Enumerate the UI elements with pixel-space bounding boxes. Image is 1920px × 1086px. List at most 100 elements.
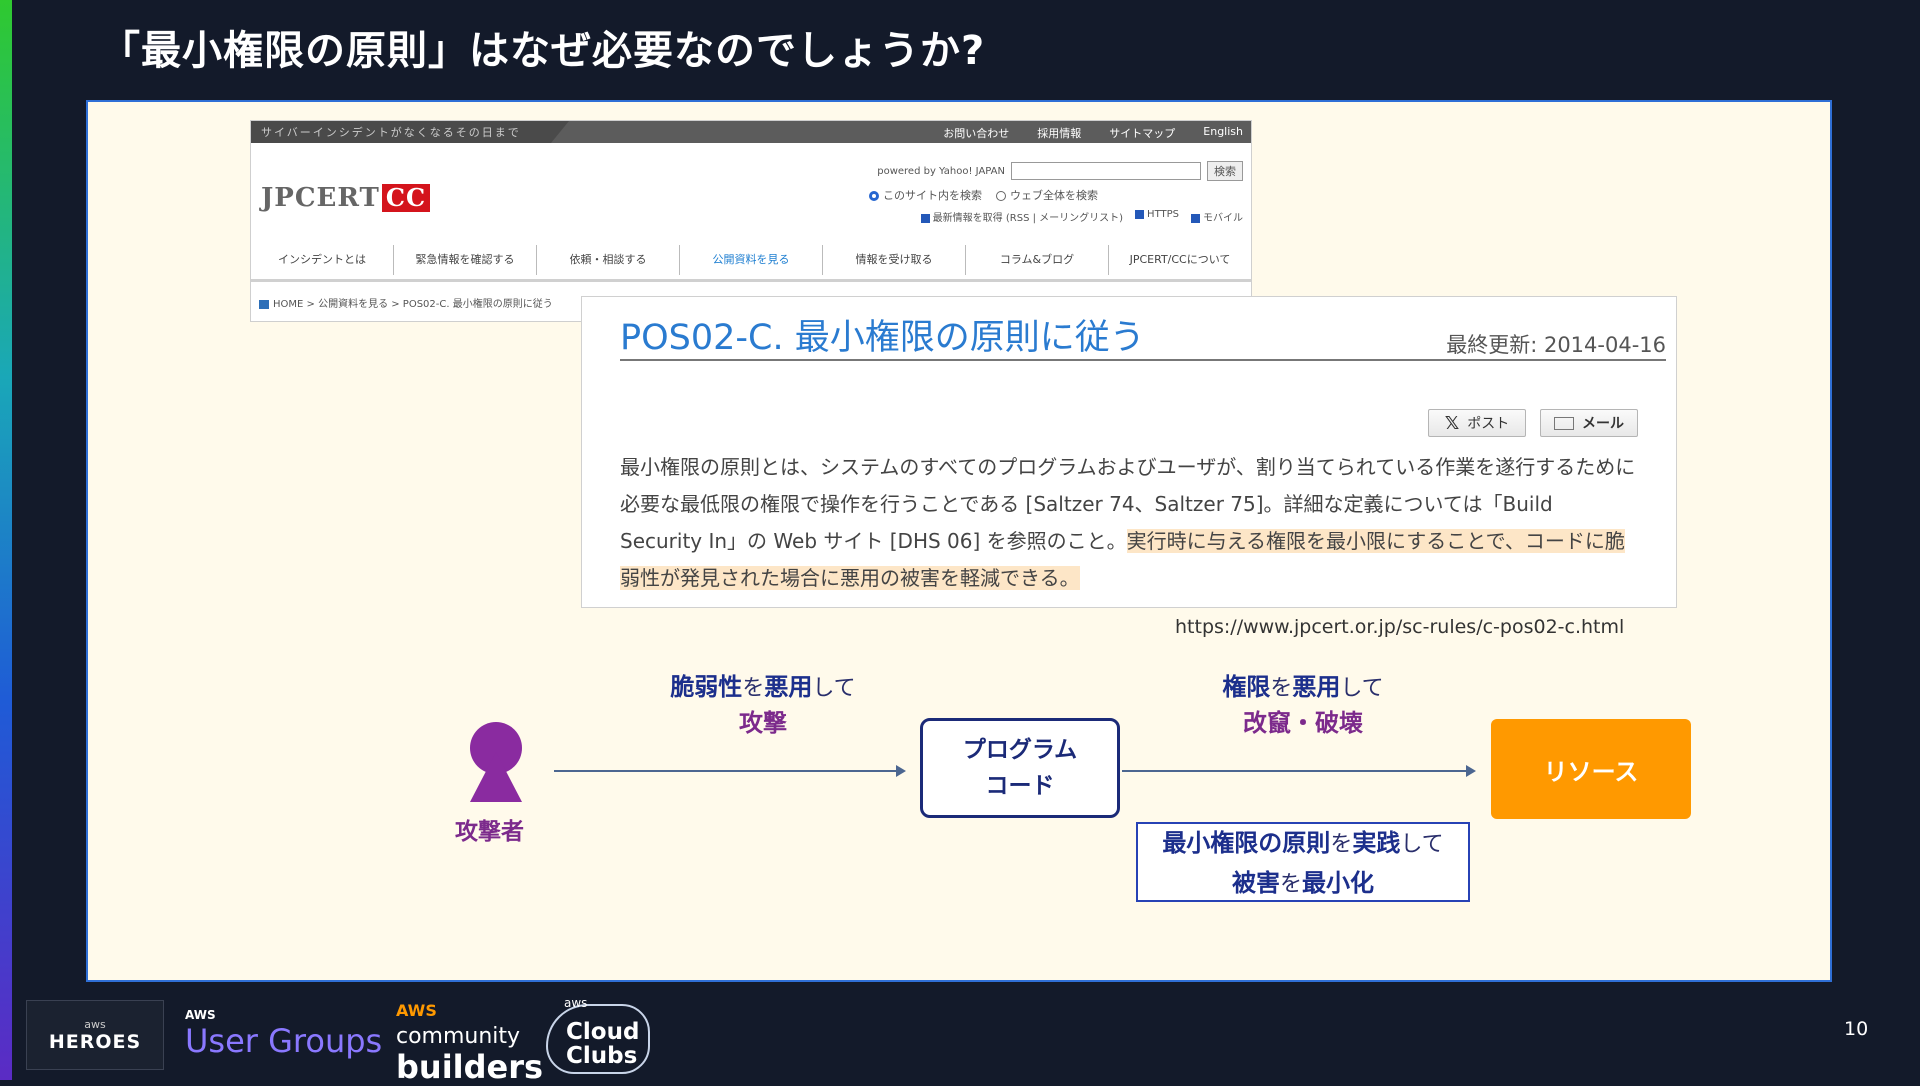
arrow-attacker-to-program xyxy=(554,765,906,777)
builders-aws-text: AWS xyxy=(396,1001,437,1020)
share-mail-button[interactable]: メール xyxy=(1540,409,1638,437)
breadcrumb-text[interactable]: HOME > 公開資料を見る > POS02-C. 最小権限の原則に従う xyxy=(273,299,553,310)
principle-kw2: 実践 xyxy=(1352,829,1401,857)
resource-box: リソース xyxy=(1491,719,1691,819)
article-body-text: 最小権限の原則とは、システムのすべてのプログラムおよびユーザが、割り当てられてい… xyxy=(620,455,1636,553)
edge1-p1: を xyxy=(742,676,765,701)
radio-checked-icon xyxy=(869,191,879,201)
radio-web-search[interactable]: ウェブ全体を検索 xyxy=(996,187,1098,203)
cloud-outline-icon xyxy=(546,1004,650,1074)
nav-item-publications[interactable]: 公開資料を見る xyxy=(680,245,823,275)
edge-label-exploit: 脆弱性を悪用して 攻撃 xyxy=(598,670,928,740)
mobile-icon xyxy=(1191,213,1200,223)
link-https[interactable]: HTTPS xyxy=(1135,209,1179,224)
article-card: POS02-C. 最小権限の原則に従う 最終更新: 2014-04-16 𝕏 ポ… xyxy=(581,296,1677,608)
principle-kw4: 最小化 xyxy=(1302,869,1374,897)
logo-text: JPCERT xyxy=(261,183,380,213)
top-link-recruit[interactable]: 採用情報 xyxy=(1037,127,1082,140)
x-logo-icon: 𝕏 xyxy=(1444,412,1460,434)
builders-line2: builders xyxy=(396,1048,544,1086)
left-accent-bar xyxy=(0,0,12,1080)
least-privilege-box: 最小権限の原則を実践して 被害を最小化 xyxy=(1136,822,1470,902)
program-line2: コード xyxy=(985,773,1055,799)
share-post-label: ポスト xyxy=(1467,416,1510,432)
radio-web-label: ウェブ全体を検索 xyxy=(1010,189,1098,202)
reference-url[interactable]: https://www.jpcert.or.jp/sc-rules/c-pos0… xyxy=(1175,616,1625,638)
edge2-kw1: 権限 xyxy=(1222,673,1271,701)
breadcrumb: HOME > 公開資料を見る > POS02-C. 最小権限の原則に従う xyxy=(259,295,553,310)
usergroups-name: User Groups xyxy=(185,1022,383,1060)
edge1-line2: 攻撃 xyxy=(739,709,787,737)
usergroups-aws-text: AWS xyxy=(185,1008,216,1022)
aws-community-builders-logo: AWS community builders xyxy=(396,998,543,1084)
site-tagline: サイバーインシデントがなくなるその日まで xyxy=(261,126,521,139)
edge2-line2: 改竄・破壊 xyxy=(1243,709,1363,737)
search-input[interactable] xyxy=(1011,162,1201,180)
principle-p3: を xyxy=(1279,872,1302,897)
home-icon[interactable] xyxy=(259,299,269,309)
principle-kw1: 最小権限の原則 xyxy=(1162,829,1331,857)
radio-site-search[interactable]: このサイト内を検索 xyxy=(869,187,982,203)
article-updated: 最終更新: 2014-04-16 xyxy=(1446,333,1666,357)
link-mobile-label: モバイル xyxy=(1203,213,1243,224)
lock-icon xyxy=(1135,209,1145,219)
edge2-p2: して xyxy=(1340,676,1384,701)
edge2-p1: を xyxy=(1270,676,1293,701)
content-panel: サイバーインシデントがなくなるその日まで お問い合わせ 採用情報 サイトマップ … xyxy=(86,100,1832,982)
cloudclubs-line2: Clubs xyxy=(566,1043,638,1069)
page-number: 10 xyxy=(1844,1018,1869,1040)
article-title: POS02-C. 最小権限の原則に従う xyxy=(620,318,1145,358)
link-rss-label: 最新情報を取得 (RSS | メーリングリスト) xyxy=(932,213,1124,224)
jpcert-site-screenshot: サイバーインシデントがなくなるその日まで お問い合わせ 採用情報 サイトマップ … xyxy=(250,120,1252,322)
nav-item-request[interactable]: 依頼・相談する xyxy=(537,245,680,275)
site-topbar: サイバーインシデントがなくなるその日まで お問い合わせ 採用情報 サイトマップ … xyxy=(251,121,1251,143)
nav-item-receive-info[interactable]: 情報を受け取る xyxy=(823,245,966,275)
nav-item-alerts[interactable]: 緊急情報を確認する xyxy=(394,245,537,275)
cloudclubs-line1: Cloud xyxy=(566,1019,640,1045)
edge1-p2: して xyxy=(812,676,856,701)
search-powered-by: powered by Yahoo! JAPAN xyxy=(877,165,1005,177)
topbar-right xyxy=(569,121,1251,143)
attacker-body-icon xyxy=(470,752,522,802)
heroes-name: HEROES xyxy=(48,1030,142,1053)
share-post-button[interactable]: 𝕏 ポスト xyxy=(1428,409,1526,437)
article-divider xyxy=(620,359,1666,361)
article-body: 最小権限の原則とは、システムのすべてのプログラムおよびユーザが、割り当てられてい… xyxy=(620,449,1640,597)
cloudclubs-aws-text: aws xyxy=(564,996,588,1010)
builders-line1: community xyxy=(396,1024,521,1049)
attacker-label: 攻撃者 xyxy=(455,819,524,845)
logo-badge: CC xyxy=(381,184,431,212)
radio-site-label: このサイト内を検索 xyxy=(883,189,982,202)
program-code-box: プログラム コード xyxy=(920,718,1120,818)
top-link-sitemap[interactable]: サイトマップ xyxy=(1109,127,1176,140)
search-button[interactable]: 検索 xyxy=(1207,161,1243,181)
site-nav: インシデントとは 緊急情報を確認する 依頼・相談する 公開資料を見る 情報を受け… xyxy=(251,241,1251,282)
link-mobile[interactable]: モバイル xyxy=(1191,209,1243,224)
principle-p1: を xyxy=(1330,832,1353,857)
nav-item-incident[interactable]: インシデントとは xyxy=(251,245,394,275)
rss-icon xyxy=(920,213,930,223)
edge-label-abuse: 権限を悪用して 改竄・破壊 xyxy=(1156,670,1450,740)
nav-item-about[interactable]: JPCERT/CCについて xyxy=(1129,253,1231,266)
top-link-contact[interactable]: お問い合わせ xyxy=(943,127,1010,140)
site-search: powered by Yahoo! JAPAN 検索 このサイト内を検索 ウェブ… xyxy=(863,161,1243,224)
principle-kw3: 被害 xyxy=(1231,869,1280,897)
principle-p2: して xyxy=(1400,832,1444,857)
link-rss[interactable]: 最新情報を取得 (RSS | メーリングリスト) xyxy=(920,209,1124,224)
slide-title: 「最小権限の原則」はなぜ必要なのでしょうか? xyxy=(100,28,986,74)
nav-item-column-blog[interactable]: コラム&ブログ xyxy=(966,245,1109,275)
program-line1: プログラム xyxy=(962,737,1078,763)
radio-unchecked-icon xyxy=(996,191,1006,201)
edge1-kw2: 悪用 xyxy=(764,673,813,701)
site-top-links: お問い合わせ 採用情報 サイトマップ English xyxy=(943,125,1243,141)
aws-heroes-logo: aws HEROES xyxy=(26,1000,164,1070)
heroes-aws-text: aws xyxy=(84,1017,106,1031)
topbar-slant xyxy=(551,121,569,143)
edge2-kw2: 悪用 xyxy=(1292,673,1341,701)
link-https-label: HTTPS xyxy=(1147,209,1179,220)
aws-user-groups-logo: AWS User Groups xyxy=(185,1008,382,1060)
top-link-english[interactable]: English xyxy=(1203,125,1243,138)
